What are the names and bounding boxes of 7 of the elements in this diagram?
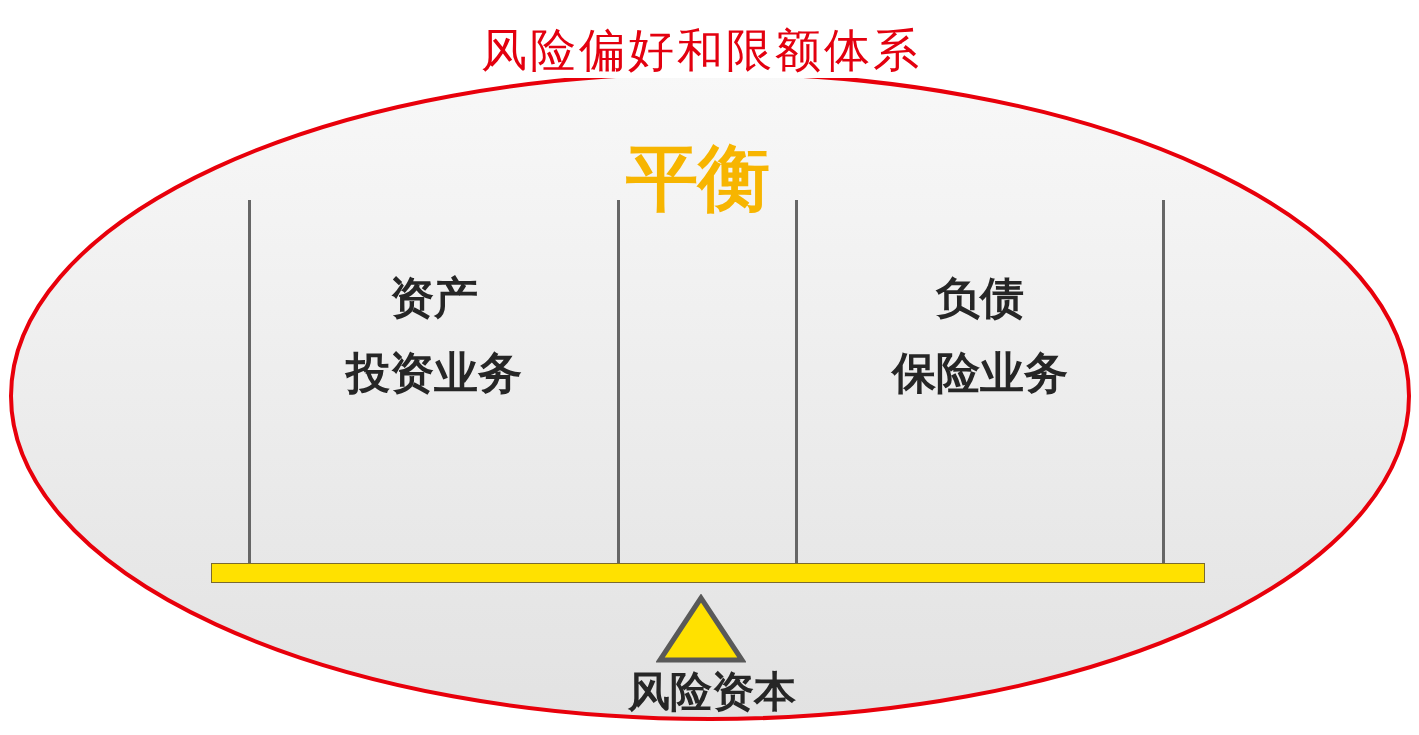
category-heading: 负债: [935, 271, 1025, 325]
balance-beam: [211, 563, 1205, 583]
balance-label: 平衡: [625, 140, 771, 216]
category-heading: 资产: [389, 271, 479, 325]
business-label: 保险业务: [890, 346, 1069, 400]
fulcrum-label: 风险资本: [627, 668, 797, 716]
business-label: 投资业务: [344, 346, 523, 400]
